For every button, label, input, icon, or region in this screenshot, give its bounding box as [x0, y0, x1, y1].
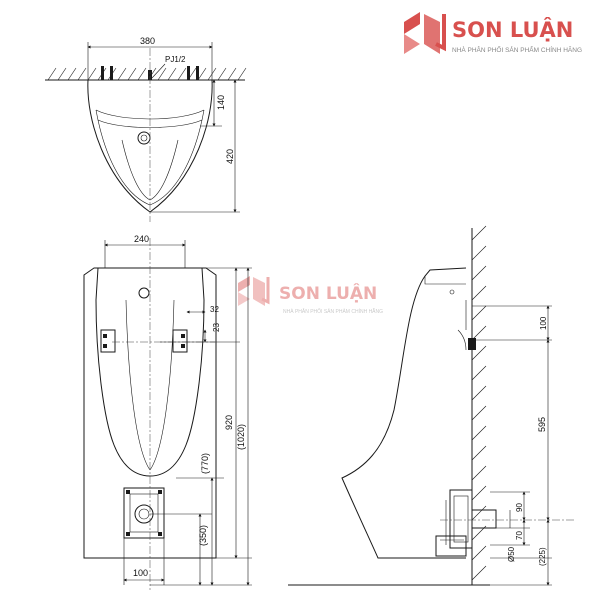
top-width-label: 380: [140, 36, 155, 46]
front-view: 240 32 23 920 (1020) (770) (350) 100: [83, 234, 252, 590]
side-outlet-assembly: [435, 489, 497, 557]
side-dim-225: (225): [538, 547, 547, 566]
front-dim-32: 32: [210, 305, 219, 314]
top-depth-140: 140: [216, 95, 226, 110]
side-urinal-profile: [341, 267, 467, 559]
top-wall-hatching: [47, 67, 247, 81]
watermark-name: SON LUẬN: [279, 282, 377, 304]
top-view: 380 PJ1/2 140 420: [45, 36, 247, 222]
front-height-770: (770): [200, 453, 210, 474]
brand-logo: SON LUẬN NHÀ PHÂN PHỐI SẢN PHẨM CHÍNH HÃ…: [404, 12, 582, 54]
side-dim-90: 90: [515, 503, 524, 512]
watermark-tagline: NHÀ PHÂN PHỐI SẢN PHẨM CHÍNH HÃNG: [283, 308, 383, 315]
top-depth-420: 420: [225, 149, 235, 164]
front-dim-23: 23: [212, 323, 221, 332]
brand-tagline: NHÀ PHÂN PHỐI SẢN PHẨM CHÍNH HÃNG: [452, 44, 582, 54]
side-wall-hatching: [471, 225, 487, 581]
side-dim-100: 100: [539, 316, 548, 330]
front-height-920: 920: [224, 415, 234, 430]
front-brackets: [100, 329, 188, 353]
side-view: 100 595 90 70 Ø50 (225): [288, 225, 576, 586]
top-pipe-label: PJ1/2: [165, 55, 186, 64]
top-spud-inlet: [137, 131, 151, 145]
front-outlet-box: [123, 487, 165, 539]
front-top-width: 240: [134, 234, 149, 244]
top-wall-anchors: [101, 66, 199, 80]
front-height-350: (350): [198, 525, 208, 546]
side-dia-50: Ø50: [507, 546, 516, 562]
brand-mark-icon: [404, 12, 446, 54]
side-wall-bracket: [468, 338, 476, 350]
front-spud-inlet: [138, 287, 150, 299]
watermark-logo: SON LUẬN NHÀ PHÂN PHỐI SẢN PHẨM CHÍNH HÃ…: [238, 276, 383, 315]
brand-name: SON LUẬN: [452, 16, 573, 42]
front-height-1020: (1020): [236, 424, 246, 450]
watermark-mark-icon: [238, 276, 270, 306]
side-dim-595: 595: [537, 417, 547, 432]
side-dim-70: 70: [515, 531, 524, 540]
front-outlet-width: 100: [133, 568, 148, 578]
